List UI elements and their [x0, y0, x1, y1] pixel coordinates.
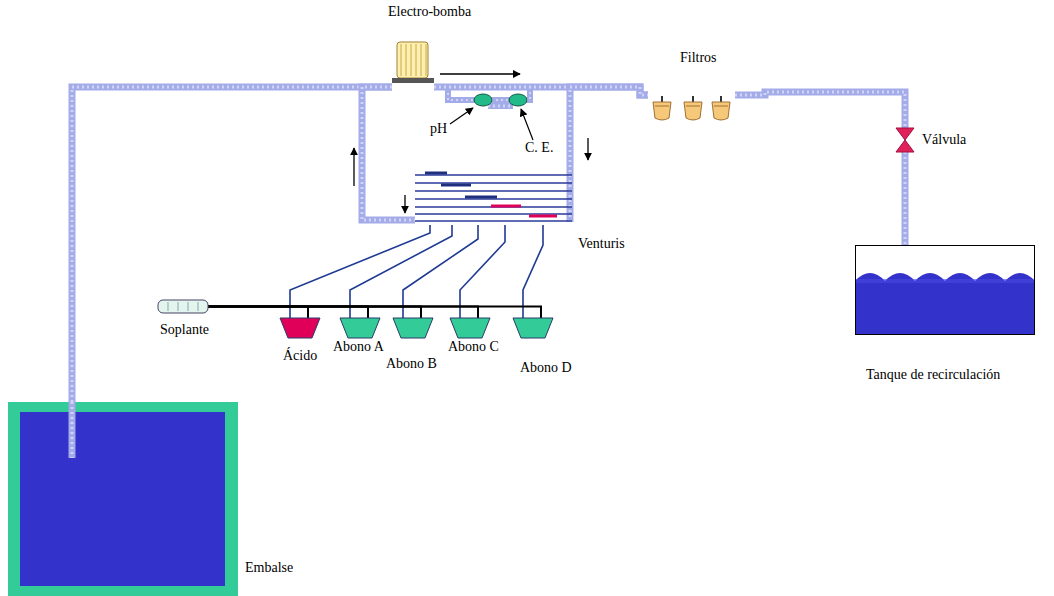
air-line	[208, 307, 421, 319]
recirculation-tank: Tanque de recirculación	[855, 245, 1035, 335]
fertilizer-container-shape	[340, 318, 380, 338]
dosing-line	[460, 225, 505, 318]
water-pipe	[72, 87, 392, 402]
dosing-line	[350, 225, 452, 318]
dosing-line	[403, 225, 478, 318]
part-label: Venturis	[578, 236, 625, 252]
pump-symbol-shape	[392, 40, 434, 88]
water-pipe	[905, 152, 906, 245]
air-line	[208, 307, 368, 319]
part-label: Abono B	[386, 356, 437, 372]
ph-sensor: pH	[474, 94, 492, 106]
venturi-manifold: Venturis	[415, 170, 572, 225]
part-label: Filtros	[680, 50, 717, 66]
sensor-leader-arrows	[450, 108, 533, 140]
ec-sensor-shape	[509, 94, 527, 106]
fertilizer-container-shape	[450, 318, 490, 338]
fertilizer-container: Abono A	[340, 318, 380, 338]
part-label: Tanque de recirculación	[866, 367, 1000, 383]
air-line	[208, 307, 308, 319]
ph-sensor-shape	[474, 94, 492, 106]
dosing-line	[523, 225, 543, 318]
reservoir: Embalse	[8, 402, 238, 596]
reservoir-shape	[8, 402, 238, 596]
part-label: Abono C	[448, 339, 499, 355]
air-line	[208, 307, 478, 319]
part-label: pH	[430, 121, 447, 137]
fertilizer-container: Abono B	[393, 318, 433, 338]
water-pipe	[362, 87, 415, 220]
fertilizer-container-shape	[393, 318, 433, 338]
part-label: Abono D	[520, 360, 572, 376]
part-label: Electro-bomba	[388, 4, 471, 20]
part-label: Ácido	[283, 348, 317, 364]
water-pipe	[488, 106, 513, 107]
part-label: Soplante	[160, 322, 209, 338]
fertilizer-container: Abono C	[450, 318, 490, 338]
acid-container-shape	[280, 318, 320, 338]
water-pipe	[735, 92, 905, 128]
fertilizer-container-shape	[513, 318, 553, 338]
ec-sensor: C. E.	[509, 94, 527, 106]
blower-symbol: Soplante	[158, 300, 208, 313]
pump-symbol: Electro-bomba	[392, 40, 434, 88]
valve-symbol: Válvula	[896, 128, 914, 152]
flow-arrows	[354, 74, 588, 213]
dosing-line	[290, 225, 430, 318]
blower-symbol-shape	[158, 300, 208, 313]
venturi-manifold-shape	[415, 170, 572, 225]
filter-group: Filtros	[648, 92, 735, 122]
part-label: Embalse	[245, 560, 293, 576]
part-label: C. E.	[525, 140, 553, 156]
water-pipe	[570, 87, 648, 222]
filter-group-shape	[648, 92, 735, 122]
recirculation-tank-shape	[855, 245, 1035, 335]
acid-container: Ácido	[280, 318, 320, 338]
part-label: Válvula	[922, 132, 966, 148]
fertilizer-container: Abono D	[513, 318, 553, 338]
part-label: Abono A	[333, 339, 384, 355]
valve-symbol-shape	[896, 128, 914, 152]
air-line	[208, 307, 541, 319]
